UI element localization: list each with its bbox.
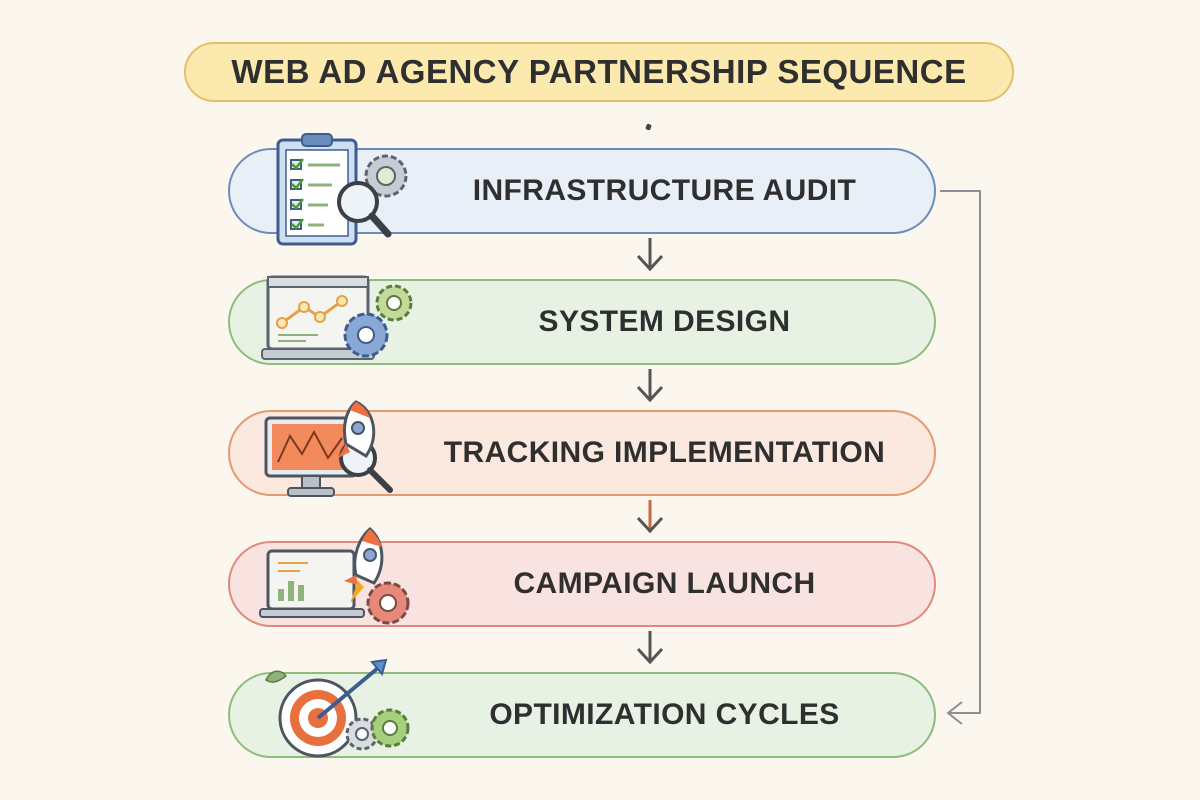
step-system-design: SYSTEM DESIGN [228, 275, 936, 365]
diagram-title: WEB AD AGENCY PARTNERSHIP SEQUENCE [184, 42, 1014, 102]
arrow-down-icon [636, 631, 664, 665]
arrow-down-icon [636, 369, 664, 403]
laptop-rocket-gear-icon [259, 527, 410, 625]
clipboard-magnifier-gear-icon [276, 133, 408, 246]
step-label: CAMPAIGN LAUNCH [513, 567, 816, 600]
step-optimization-cycles: OPTIMIZATION CYCLES [228, 658, 936, 758]
arrow-down-icon [636, 238, 664, 272]
monitor-rocket-magnifier-icon [264, 400, 393, 497]
step-campaign-launch: CAMPAIGN LAUNCH [228, 527, 936, 627]
decorative-dot [645, 123, 652, 131]
arrow-down-icon [636, 500, 664, 534]
step-infrastructure-audit: INFRASTRUCTURE AUDIT [228, 133, 936, 246]
step-label: SYSTEM DESIGN [538, 305, 791, 338]
target-arrow-gears-icon [265, 658, 410, 758]
step-label: TRACKING IMPLEMENTATION [443, 436, 886, 469]
step-label: INFRASTRUCTURE AUDIT [472, 174, 857, 207]
blueprint-gears-icon [261, 275, 413, 360]
step-label: OPTIMIZATION CYCLES [489, 698, 840, 731]
step-tracking-implementation: TRACKING IMPLEMENTATION [228, 400, 936, 497]
